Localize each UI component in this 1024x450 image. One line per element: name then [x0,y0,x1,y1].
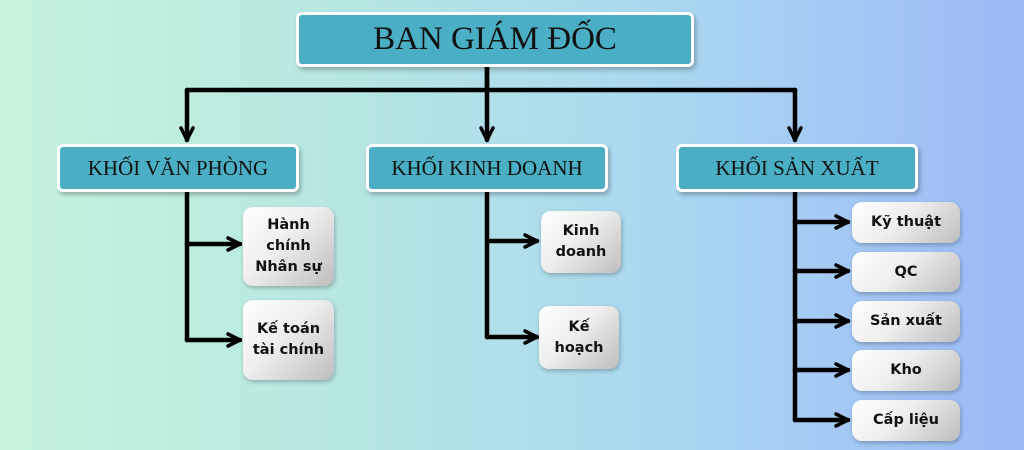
unit-label: QC [894,263,918,280]
unit-hanh-chinh-nhan-su: Hành chính Nhân sự [243,207,334,286]
unit-san-xuat: Sản xuất [852,301,960,342]
dept-san-xuat-box: KHỐI SẢN XUẤT [676,144,918,192]
unit-kho: Kho [852,350,960,391]
unit-label: Kinh doanh [555,223,607,260]
dept-kinh-doanh-box: KHỐI KINH DOANH [366,144,608,192]
unit-label: Sản xuất [870,313,942,329]
unit-cap-lieu: Cấp liệu [852,400,960,441]
board-of-directors-box: BAN GIÁM ĐỐC [296,12,694,67]
unit-label: Hành chính Nhân sự [255,217,322,275]
unit-label: Kho [890,362,922,378]
dept-van-phong-box: KHỐI VĂN PHÒNG [57,144,299,192]
unit-label: Kỹ thuật [870,214,942,230]
unit-qc: QC [852,252,960,292]
unit-label: Kế hoạch [554,318,604,356]
unit-ke-toan-tai-chinh: Kế toán tài chính [243,300,334,380]
unit-kinh-doanh: Kinh doanh [541,211,621,273]
unit-ke-hoach: Kế hoạch [539,306,619,369]
unit-label: Kế toán tài chính [252,321,325,358]
dept-van-phong-label: KHỐI VĂN PHÒNG [87,155,269,180]
unit-ky-thuat: Kỹ thuật [852,202,960,243]
dept-san-xuat-label: KHỐI SẢN XUẤT [715,155,879,180]
dept-kinh-doanh-label: KHỐI KINH DOANH [391,155,583,180]
board-of-directors-label: BAN GIÁM ĐỐC [373,21,617,57]
unit-label: Cấp liệu [873,412,939,428]
